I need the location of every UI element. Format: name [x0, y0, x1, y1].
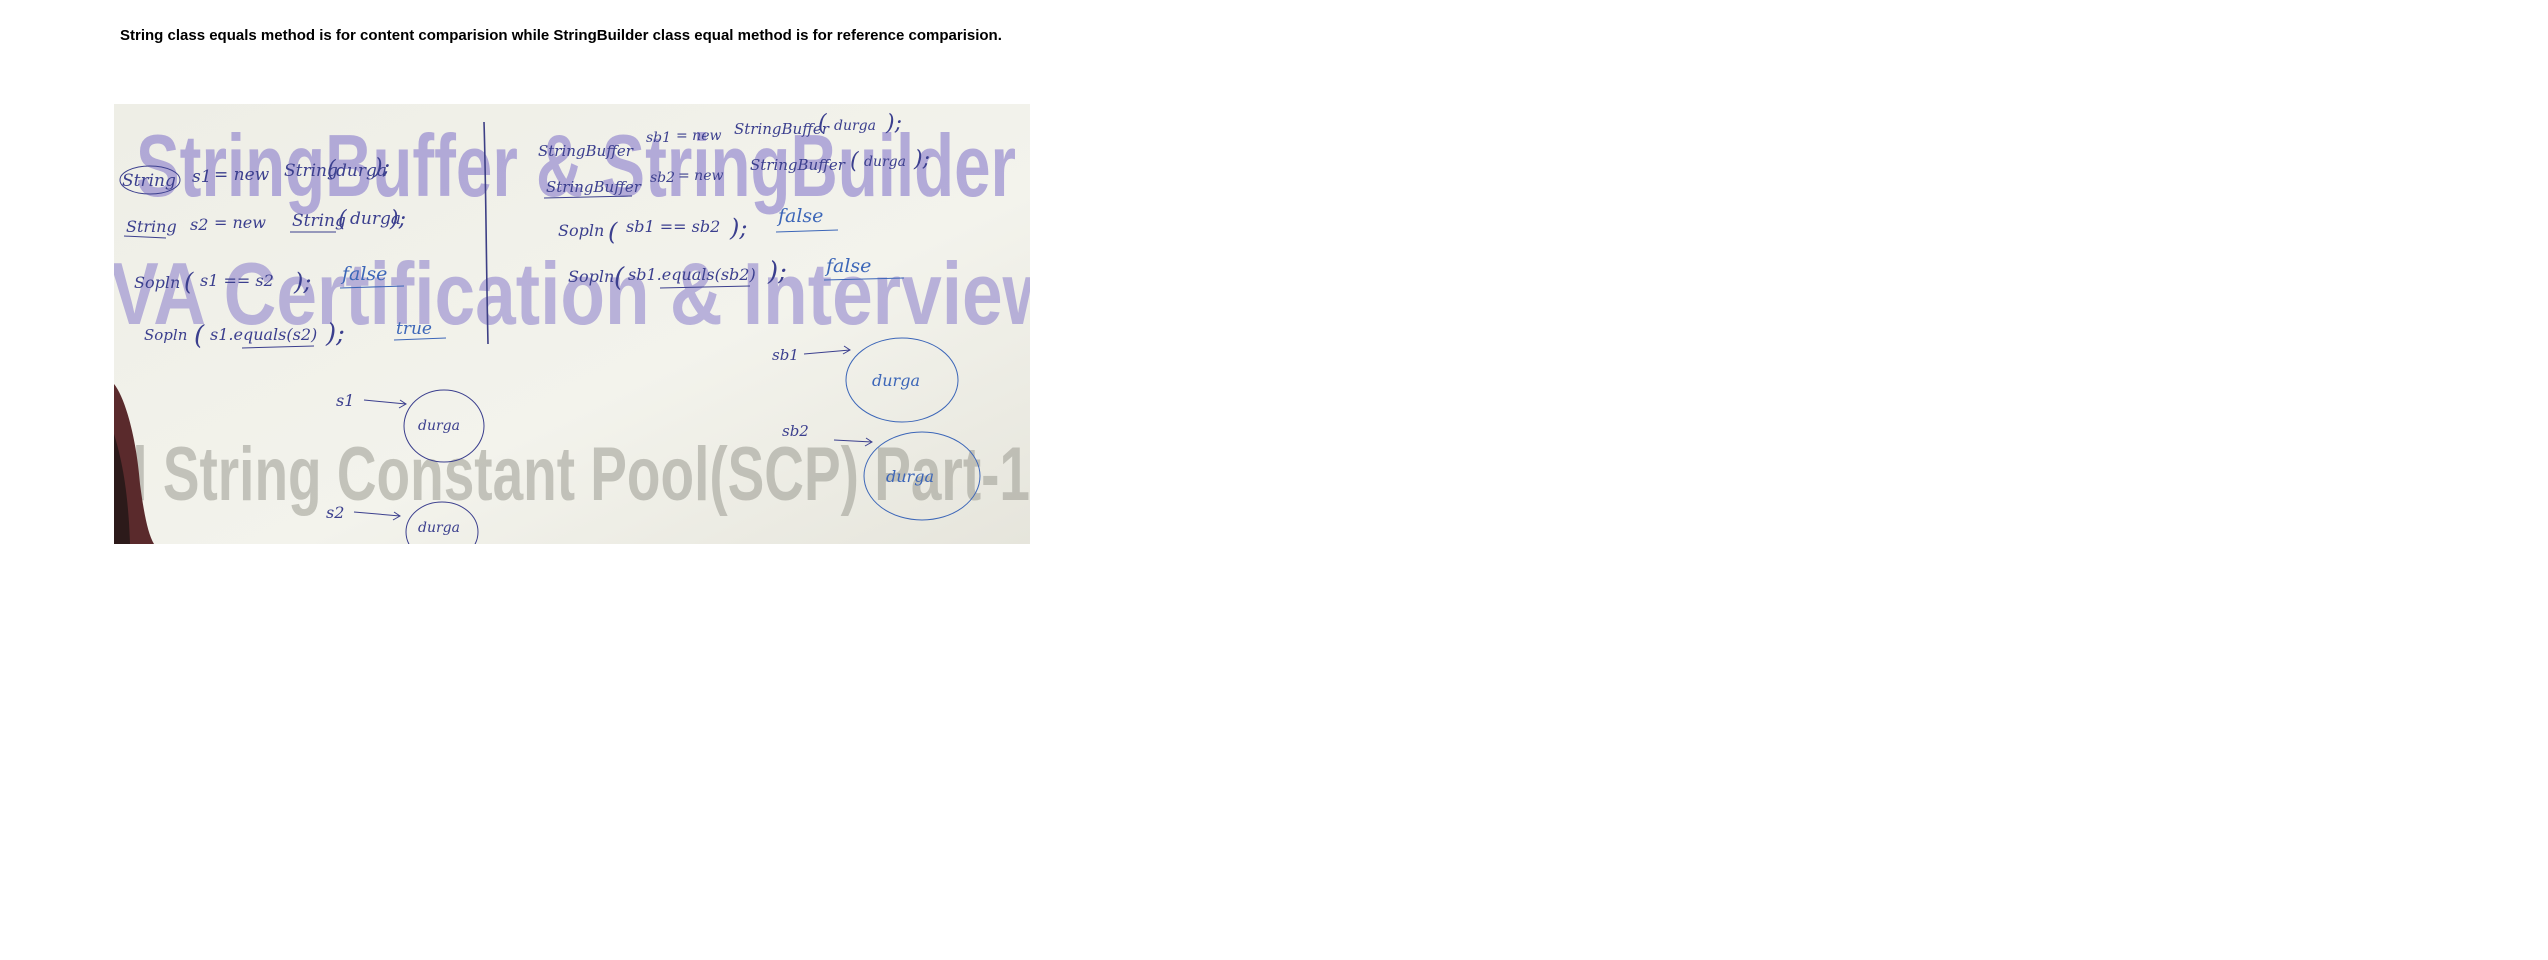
left-line4-expr: s1.equals(s2): [210, 325, 317, 344]
svg-text:(: (: [608, 218, 618, 246]
right-diagram-ref2: sb2: [782, 422, 809, 440]
svg-text:);: );: [373, 155, 390, 180]
caption-text: String class equals method is for conten…: [120, 27, 1002, 44]
whiteboard-svg: StringBuffer & StringBuilder VA Certific…: [114, 104, 1030, 544]
left-line-1: String s1 = new String durga ( );: [119, 155, 390, 195]
left-line1-type2: String: [284, 161, 338, 181]
right-line-1: StringBuffer sb1 = new StringBuffer ( du…: [538, 111, 902, 160]
left-line1-var: s1: [192, 167, 212, 187]
watermark-line-3: d String Constant Pool(SCP) Part-1: [114, 432, 1030, 517]
left-line2-op: = new: [214, 213, 266, 232]
left-line1-op: = new: [214, 165, 270, 185]
right-diagram-object2: [863, 431, 981, 521]
left-line-3: Sopln ( s1 == s2 ); false: [134, 263, 405, 296]
left-line3-expr: s1 == s2: [200, 271, 274, 290]
svg-text:(: (: [338, 207, 347, 232]
right-line1-type: StringBuffer: [538, 142, 634, 160]
whiteboard-image: StringBuffer & StringBuilder VA Certific…: [114, 104, 1030, 544]
left-line1-type: String: [122, 171, 176, 191]
right-diagram-ref1: sb1: [772, 346, 799, 364]
left-line2-arg: durga: [350, 209, 401, 229]
right-line3-print: Sopln: [558, 221, 604, 240]
left-diagram-obj1: durga: [418, 418, 460, 434]
presenter-shadow: [114, 434, 130, 544]
left-line3-result: false: [340, 263, 387, 285]
left-line4-print: Sopln: [144, 326, 187, 344]
svg-text:(: (: [850, 149, 859, 174]
right-line1-op: = new: [676, 128, 721, 144]
board-divider: [483, 121, 489, 345]
right-line-3: Sopln ( sb1 == sb2 ); false: [558, 205, 839, 246]
right-diagram-obj2: durga: [886, 467, 934, 486]
right-diagram-obj1: durga: [872, 371, 920, 390]
left-diagram: s1 durga s2 durga: [326, 389, 485, 544]
right-line3-expr: sb1 == sb2: [626, 217, 720, 236]
left-diagram-obj2: durga: [418, 520, 460, 536]
right-line1-var: sb1: [646, 130, 671, 146]
right-line2-type: StringBuffer: [546, 178, 642, 196]
right-line1-arg: durga: [834, 118, 876, 134]
svg-text:(: (: [184, 268, 194, 296]
svg-text:);: );: [729, 214, 747, 242]
left-diagram-ref2: s2: [326, 503, 344, 522]
left-line1-arg: durga: [336, 161, 387, 181]
svg-text:(: (: [194, 321, 205, 351]
svg-text:(: (: [614, 263, 625, 293]
left-line2-type2: String: [292, 211, 346, 231]
right-line1-type2: StringBuffer: [734, 120, 830, 138]
svg-text:);: );: [293, 268, 311, 296]
watermark-line-1: StringBuffer & StringBuilder: [136, 116, 1016, 215]
right-line2-op: = new: [678, 168, 723, 184]
right-line4-result: false: [824, 255, 871, 277]
board-background: [114, 104, 1030, 544]
right-line2-type2: StringBuffer: [750, 156, 846, 174]
watermark-line-2: VA Certification & Interviews: [114, 244, 1030, 343]
svg-text:);: );: [885, 111, 902, 136]
left-diagram-object1: [403, 389, 485, 463]
right-line4-expr: sb1.equals(sb2): [628, 265, 756, 284]
left-diagram-ref1: s1: [336, 391, 354, 410]
svg-text:);: );: [767, 257, 787, 287]
right-line-4: Sopln ( sb1.equals(sb2) ); false: [568, 255, 905, 293]
left-line2-var: s2: [190, 215, 208, 234]
left-line1-circle: [119, 165, 181, 195]
left-line4-result: true: [396, 319, 432, 339]
right-diagram-object1: [845, 337, 959, 423]
svg-text:);: );: [389, 207, 406, 232]
svg-text:);: );: [325, 319, 345, 349]
left-line3-print: Sopln: [134, 273, 180, 292]
right-line2-var: sb2: [650, 170, 675, 186]
right-line3-result: false: [776, 205, 823, 227]
right-line-2: StringBuffer sb2 = new StringBuffer ( du…: [543, 147, 930, 199]
left-diagram-object2: [405, 501, 479, 544]
right-diagram: sb1 durga sb2 durga: [772, 337, 981, 521]
left-line2-type: String: [126, 217, 177, 236]
left-line-4: Sopln ( s1.equals(s2) ); true: [144, 319, 447, 351]
right-line4-print: Sopln: [568, 267, 614, 286]
left-line-2: String s2 = new String durga ( );: [123, 207, 406, 239]
right-line2-arg: durga: [864, 154, 906, 170]
svg-text:);: );: [913, 147, 930, 172]
svg-text:(: (: [327, 157, 336, 182]
svg-text:(: (: [818, 111, 827, 136]
